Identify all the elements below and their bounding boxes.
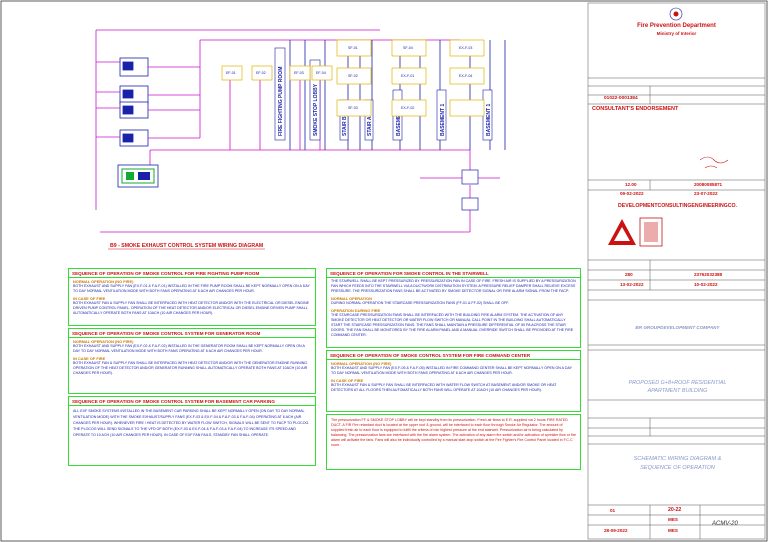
sequence-generator-room: SEQUENCE OF OPERATION OF SMOKE CONTROL S…: [68, 328, 316, 394]
sequence-subheading: NORMAL OPERATION (NO FIRE): [73, 339, 134, 344]
owner-name: BR GROUPDEVELOPMENT COMPANY: [635, 325, 720, 330]
signature-mark: [699, 156, 729, 169]
panel-label: EX-F-01: [401, 74, 414, 78]
riser-label: SMOKE STOP LOBBY: [313, 83, 319, 136]
panel-label: EF-04: [316, 71, 326, 75]
date-field: 09-02-2022: [620, 191, 644, 196]
panel-labels: EF-01 EF-02 EF-03 EF-04 SF-01 SF-02 SF-0…: [226, 46, 472, 110]
riser-label: STAIR B: [342, 116, 348, 136]
sequence-text: BOTH EXHAUST AND SUPPLY FAN (EX.F-02 & F…: [73, 344, 305, 353]
scale-value: 12.00: [625, 182, 637, 187]
reference-number: 20080085871: [694, 182, 723, 187]
scale-value: 280: [625, 272, 633, 277]
sequence-text: THE STAIRWELL SHALL BE KEPT PRESSURIZED …: [331, 279, 576, 293]
drawing-title: SCHEMATIC WIRING DIAGRAM &: [633, 456, 722, 462]
consultant-endorsement-heading: CONSULTANT'S ENDORSEMENT: [592, 106, 679, 112]
sequence-text: BOTH EXHAUST AND SUPPLY FAN (EX.F-01 & F…: [73, 284, 310, 293]
sequence-text: ALL EXF SMOKE SYSTEMS INSTALLED IN THE B…: [73, 409, 310, 437]
sequence-text: BOTH EXHAUST FAN & SUPPLY FAN SHALL BE I…: [73, 301, 309, 315]
diagram-title: B9 - SMOKE EXHAUST CONTROL SYSTEM WIRING…: [110, 243, 263, 249]
riser-label: STAIR A: [367, 116, 373, 136]
sequence-subheading: NORMAL OPERATION: [331, 296, 372, 301]
panel-label: EF-01: [226, 71, 236, 75]
panel-label: SF-04: [403, 46, 413, 50]
title-block-frame: [587, 2, 766, 540]
panel-label: EX-F-02: [401, 106, 414, 110]
fan-cabinets: [119, 57, 149, 147]
checked-by-code: MES: [668, 528, 678, 533]
sequence-heading: SEQUENCE OF OPERATION OF SMOKE CONTROL S…: [69, 329, 315, 338]
sequence-text: The pressurization FF & SMOKE STOP LOBBY…: [331, 418, 576, 447]
sequence-fire-command-center: SEQUENCE OF OPERATION OF SMOKE CONTROL S…: [326, 350, 581, 412]
drawing-number: 20-22: [668, 507, 682, 513]
sequence-text: DURING NORMAL OPERATION THE STAIRCASE PR…: [331, 301, 509, 305]
sequence-text: BOTH EXHAUST FAN & SUPPLY FAN SHALL BE I…: [73, 361, 309, 375]
ministry-emblem: [669, 7, 683, 21]
reference-number: 23762032388: [694, 272, 723, 277]
sequence-pressurization-notes: The pressurization FF & SMOKE STOP LOBBY…: [326, 414, 581, 470]
panel-label: SF-02: [348, 74, 358, 78]
riser-tags: FIRE FIGHTING PUMP ROOM SMOKE STOP LOBBY…: [274, 47, 493, 141]
riser-label: BASEMENT 1: [440, 104, 446, 136]
riser-label: FIRE FIGHTING PUMP ROOM: [278, 67, 284, 136]
project-title: PROPOSED G+8+ROOF RESIDENTIAL: [628, 380, 727, 386]
panel-label: SF-01: [348, 46, 358, 50]
riser-label: BASEMENT 1: [486, 104, 492, 136]
sequence-subheading: NORMAL OPERATION (NO FIRE): [331, 361, 392, 366]
panel-label: EX-F-04: [459, 74, 472, 78]
sequence-subheading: IN CASE OF FIRE: [73, 356, 106, 361]
starter-panels: [221, 39, 485, 117]
revision-number: 01: [610, 508, 616, 513]
panel-label: EX-F-03: [459, 46, 472, 50]
fire-command-panel: [117, 164, 159, 188]
drawn-by-code: MES: [668, 517, 678, 522]
sequence-heading: SEQUENCE OF OPERATION OF SMOKE CONTROL S…: [69, 397, 315, 406]
sequence-subheading: OPERATION DURING FIRE: [331, 308, 381, 313]
control-blocks: [461, 169, 479, 211]
panel-label: EF-02: [256, 71, 266, 75]
drawing-title: SEQUENCE OF OPERATION: [640, 465, 715, 471]
panel-label: EF-03: [294, 71, 304, 75]
sequence-basement-car-park: SEQUENCE OF OPERATION OF SMOKE CONTROL S…: [68, 396, 316, 466]
consultant-logo: [608, 217, 663, 247]
sequence-text: BOTH EXHAUST FAN & SUPPLY FAN SHALL BE I…: [331, 383, 557, 392]
department-subname: Ministry of Interior: [656, 31, 697, 36]
consultant-name: DEVELOPMENTCONSULTINGENGINEERINGCO.: [618, 203, 737, 209]
serial-number: 01022-0001384: [604, 96, 638, 101]
sequence-subheading: IN CASE OF FIRE: [73, 296, 106, 301]
sequence-text: BOTH EXHAUST AND SUPPLY FAN (EX.F-05 & F…: [331, 366, 572, 375]
department-name: Fire Prevention Department: [637, 23, 716, 29]
sequence-heading: SEQUENCE OF OPERATION FOR SMOKE CONTROL …: [327, 269, 580, 278]
date-field: 10-02-2022: [694, 282, 718, 287]
sheet-number: ACMV-20: [712, 521, 738, 527]
sequence-fire-pump-room: SEQUENCE OF OPERATION OF SMOKE CONTROL F…: [68, 268, 316, 326]
panel-label: SF-03: [348, 106, 358, 110]
project-title: APARTMENT BUILDING: [647, 388, 708, 394]
sequence-stairwell: SEQUENCE OF OPERATION FOR SMOKE CONTROL …: [326, 268, 581, 348]
sequence-text: THE STAIRCASE PRESSURIZATION FANS SHALL …: [331, 313, 574, 337]
date-field: 23-07-2022: [694, 191, 718, 196]
sequence-subheading: IN CASE OF FIRE: [331, 378, 364, 383]
sequence-heading: SEQUENCE OF OPERATION OF SMOKE CONTROL F…: [69, 269, 315, 278]
date-field: 13-02-2022: [620, 282, 644, 287]
sequence-heading: SEQUENCE OF OPERATION OF SMOKE CONTROL S…: [327, 351, 580, 360]
issue-date: 28-09-2022: [604, 528, 628, 533]
sequence-subheading: NORMAL OPERATION (NO FIRE): [73, 279, 134, 284]
riser-label: BASEMENT 2: [396, 104, 402, 136]
